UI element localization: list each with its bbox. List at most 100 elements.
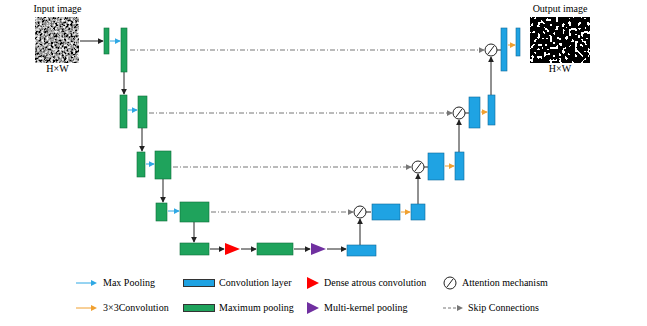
legend-arrow-head [91, 280, 97, 286]
legend-triangle [307, 277, 319, 289]
legend-circle [444, 277, 456, 289]
legend-item: Attention mechanism [442, 276, 548, 290]
flow-arrow [418, 174, 419, 204]
attention-circle [354, 206, 366, 218]
image-panel: Input imageH×W [30, 3, 85, 75]
flow-arrow [210, 249, 224, 250]
input-image [35, 17, 79, 63]
legend-item: Convolution layer [183, 276, 292, 290]
attention-circle [412, 161, 424, 173]
max-pooling-arrow [168, 211, 179, 212]
conv-block [411, 204, 425, 220]
conv-block [372, 204, 400, 220]
legend-item: Max Pooling [75, 276, 155, 290]
attention-mark [488, 46, 494, 54]
conv-arrows [401, 45, 515, 212]
image-panel: Output imageH×W [529, 3, 591, 75]
legend-text: Dense atrous convolution [324, 276, 426, 290]
max-pooling-arrow [128, 110, 137, 111]
skip-line [173, 167, 411, 168]
legend-swatch [183, 304, 215, 312]
legend-text: Convolution layer [219, 276, 292, 290]
legend-text: Attention mechanism [462, 276, 548, 290]
pooling-block [138, 96, 147, 128]
flow-arrow [491, 57, 492, 95]
legend-circle-mark [447, 279, 453, 287]
image-size: H×W [30, 63, 85, 75]
legend-arrow-line [76, 283, 92, 284]
image-size: H×W [529, 63, 591, 75]
legend-item: Skip Connections [442, 301, 539, 315]
legend-symbol [306, 301, 320, 315]
conv-block [469, 97, 480, 128]
legend-item: Dense atrous convolution [306, 276, 426, 290]
legend-item: Maximum pooling [183, 301, 294, 315]
attention-mark [456, 109, 462, 117]
flow-arrow [80, 41, 103, 42]
legend-symbol [75, 301, 99, 315]
flow-arrow [294, 249, 310, 250]
flow-line [424, 167, 428, 168]
pooling-block [120, 95, 127, 128]
flow-arrow [241, 249, 256, 250]
legend-symbol [442, 276, 458, 290]
flow-line [366, 212, 371, 213]
attention-circle [485, 44, 497, 56]
pooling-block [156, 203, 167, 221]
legend-dash-head [457, 305, 463, 311]
max-pooling-arrows [110, 41, 179, 211]
attention-mark [357, 208, 363, 216]
flow-arrow [327, 249, 346, 250]
legend-text: Max Pooling [103, 276, 155, 290]
conv-block [488, 95, 495, 125]
max-pooling-arrow [110, 41, 120, 42]
pooling-block [257, 243, 293, 255]
pooling-block [180, 202, 209, 222]
flow-arrow [194, 222, 195, 242]
legend-item: 3×3Convolution [75, 301, 169, 315]
pooling-block [180, 243, 209, 255]
pooling-block [121, 28, 127, 72]
flow-arrow [142, 128, 143, 151]
flow-arrows [80, 41, 501, 249]
flow-line [465, 113, 469, 114]
legend-symbol [442, 301, 464, 315]
image-title: Output image [529, 3, 591, 15]
conv-arrow [508, 45, 515, 46]
pooling-block [137, 152, 145, 177]
legend-symbol [306, 276, 320, 290]
conv-block [516, 28, 520, 56]
legend-text: Skip Connections [468, 301, 539, 315]
conv-block [347, 245, 376, 256]
attention-circle [453, 107, 465, 119]
conv-arrow [445, 166, 454, 167]
legend-dash-line [443, 308, 458, 309]
attention-circles [354, 44, 497, 218]
pooling-block [104, 28, 109, 54]
attention-mark [415, 163, 421, 171]
legend-triangle [307, 302, 319, 314]
legend-item: Multi-kernel pooling [306, 301, 408, 315]
output-image [530, 17, 590, 63]
legend-symbol [75, 276, 99, 290]
flow-arrow [124, 72, 125, 94]
flow-arrow [459, 120, 460, 152]
multi-kernel-triangle [311, 243, 326, 255]
skip-connections [130, 50, 484, 212]
legend-arrow-head [91, 305, 97, 311]
skip-line [130, 50, 484, 51]
legend-text: Maximum pooling [219, 301, 294, 315]
pooling-blocks [104, 28, 293, 255]
conv-block [428, 153, 444, 180]
legend-text: Multi-kernel pooling [324, 301, 408, 315]
max-pooling-arrow [146, 164, 154, 165]
legend-text: 3×3Convolution [103, 301, 169, 315]
conv-blocks [347, 28, 520, 256]
legend-swatch [183, 279, 215, 287]
conv-block [455, 152, 464, 180]
flow-arrow [163, 179, 164, 202]
skip-line [211, 212, 353, 213]
pooling-block [155, 151, 171, 179]
